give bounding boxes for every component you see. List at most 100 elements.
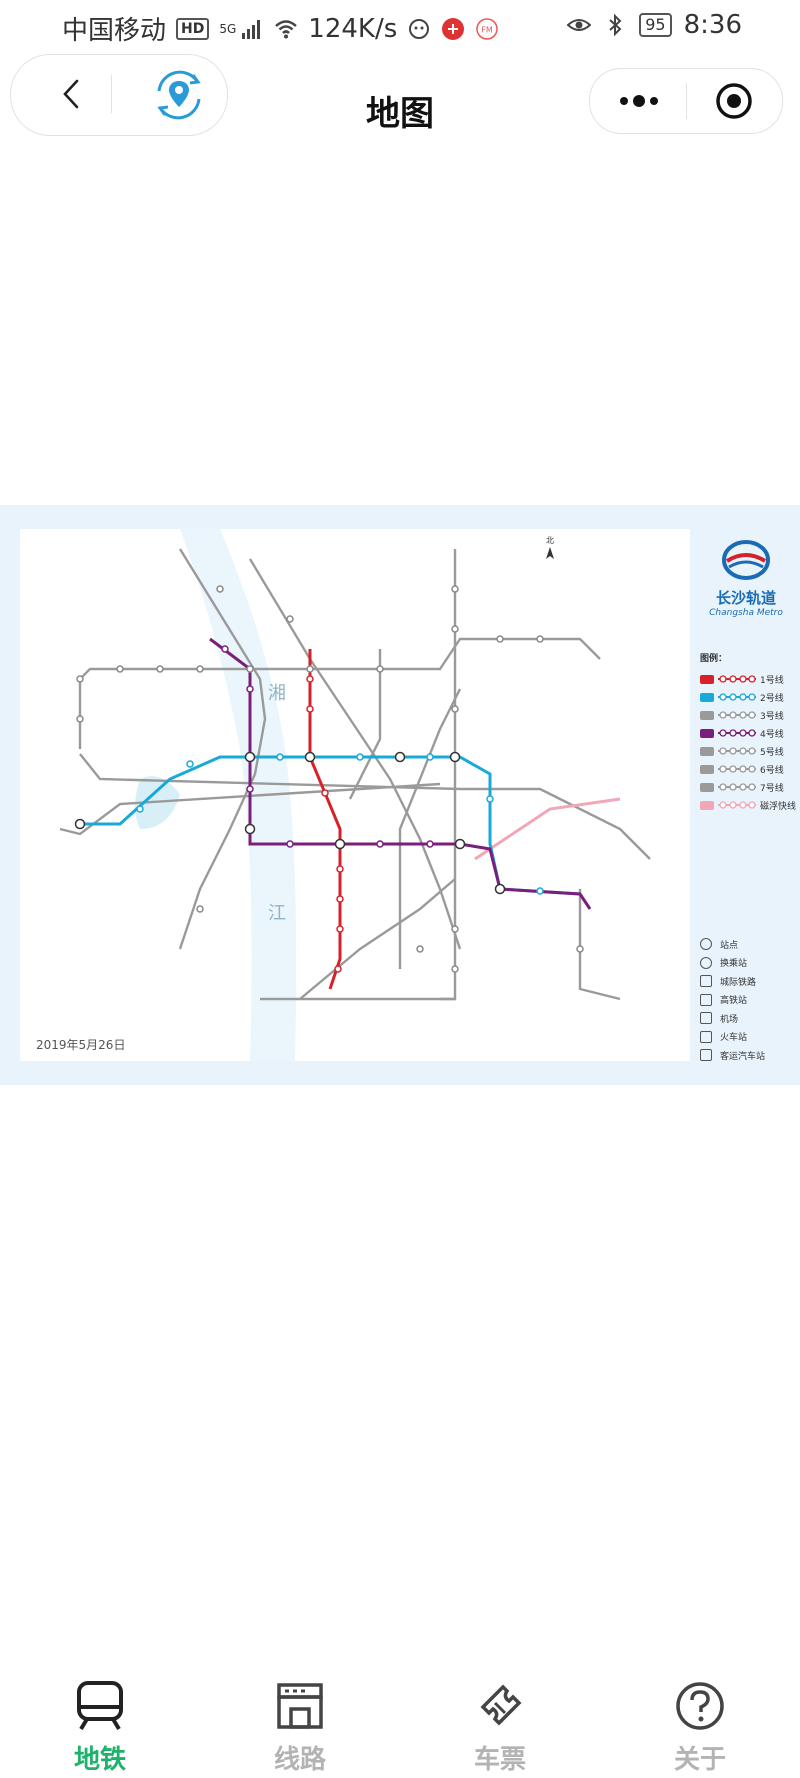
bluetooth-icon [609, 13, 622, 37]
app-notification-icon [409, 18, 430, 39]
line-2-stations [136, 753, 544, 895]
legend-line-sample [718, 783, 756, 791]
signal-icon [242, 19, 261, 39]
legend-symbol-label: 机场 [720, 1014, 739, 1025]
legend-line-sample [718, 675, 756, 683]
legend-symbol-row: 客运汽车站 [700, 1046, 796, 1065]
station-dots [76, 585, 584, 973]
back-arrow-icon[interactable] [53, 75, 89, 113]
metro-logo-icon [722, 540, 770, 580]
legend-line-chip [700, 782, 714, 792]
legend-symbols: 站点换乘站城际铁路高铁站机场火车站客运汽车站 [700, 935, 796, 1065]
legend-symbol-row: 火车站 [700, 1028, 796, 1047]
capsule-divider [686, 83, 687, 119]
legend-symbol-row: 城际铁路 [700, 972, 796, 991]
legend-symbol-label: 换乘站 [720, 959, 748, 970]
wifi-icon [275, 19, 298, 38]
legend-line-label: 1号线 [760, 675, 784, 686]
tab-lines[interactable]: 线路 [240, 1679, 360, 1776]
line-1 [308, 649, 342, 990]
legend-line-chip [700, 674, 714, 684]
legend-symbol-icon [700, 938, 712, 951]
maglev-line [474, 797, 621, 861]
legend-line-row: 1号线 [700, 670, 796, 688]
nav-header: 地图 [0, 52, 800, 148]
status-left: 中国移动 HD 5G 124K/s FM [62, 10, 499, 47]
svg-text:FM: FM [482, 25, 494, 34]
carrier-name: 中国移动 [62, 16, 167, 46]
fm-radio-icon: FM [476, 17, 499, 40]
metro-map-panel: 湘 江 [0, 505, 800, 1085]
legend-symbol-row: 换乘站 [700, 954, 796, 973]
legend-line-chip [700, 800, 714, 810]
tab-label-lines: 线路 [273, 1745, 326, 1775]
legend-symbol-label: 客运汽车站 [720, 1051, 766, 1062]
river-label-xiang: 湘 [268, 683, 286, 704]
legend-symbol-label: 高铁站 [720, 996, 748, 1007]
legend-line-row: 2号线 [700, 688, 796, 706]
metro-map-image[interactable]: 湘 江 [20, 529, 690, 1061]
battery-indicator: 95 [639, 13, 672, 37]
bottom-tab-bar: 地铁 线路 车票 关于 [0, 1655, 800, 1778]
legend-line-row: 4号线 [700, 724, 796, 742]
legend-symbol-label: 火车站 [720, 1033, 748, 1044]
legend-symbol-icon [700, 975, 712, 988]
legend-line-sample [718, 729, 756, 737]
nav-capsule-left [10, 54, 228, 136]
close-miniprogram-icon[interactable] [714, 81, 754, 121]
map-date: 2019年5月26日 [36, 1038, 126, 1052]
tab-label-subway: 地铁 [73, 1745, 126, 1775]
line-1-stations [306, 675, 344, 973]
subway-icon [77, 1681, 123, 1731]
legend-line-sample [718, 711, 756, 719]
compass: 北 [546, 536, 554, 559]
more-options-icon[interactable] [616, 89, 662, 113]
logo-chinese: 长沙轨道 [715, 589, 776, 607]
help-icon [676, 1682, 724, 1730]
legend-line-row: 3号线 [700, 706, 796, 724]
legend-line-sample [718, 747, 756, 755]
interchange-stations [74, 751, 506, 895]
legend-line-row: 6号线 [700, 760, 796, 778]
legend-line-sample [718, 765, 756, 773]
xiang-river [180, 529, 297, 1061]
legend-symbol-label: 站点 [720, 940, 739, 951]
legend-line-chip [700, 710, 714, 720]
grey-lines [59, 548, 651, 1001]
legend-line-row: 5号线 [700, 742, 796, 760]
legend-symbol-icon [700, 1049, 712, 1062]
page-title: 地图 [366, 94, 434, 134]
legend-symbol-icon [700, 993, 712, 1006]
clock: 8:36 [683, 10, 742, 40]
metro-map-drawing: 湘 江 [59, 529, 651, 1061]
legend-line-label: 2号线 [760, 693, 784, 704]
river-label-jiang: 江 [268, 903, 286, 924]
legend-line-sample [718, 801, 756, 809]
tab-subway[interactable]: 地铁 [40, 1679, 160, 1776]
legend-symbol-icon [700, 1012, 712, 1025]
legend-symbol-label: 城际铁路 [720, 977, 757, 988]
nav-capsule-right [589, 68, 783, 134]
legend-symbol-row: 站点 [700, 935, 796, 954]
tab-label-tickets: 车票 [473, 1745, 526, 1775]
tab-tickets[interactable]: 车票 [440, 1679, 560, 1776]
legend-line-row: 7号线 [700, 778, 796, 796]
news-app-icon [442, 17, 465, 40]
legend-line-label: 4号线 [760, 729, 784, 740]
legend-line-chip [700, 728, 714, 738]
legend-line-chip [700, 746, 714, 756]
station-icon [277, 1683, 323, 1729]
legend-line-label: 5号线 [760, 747, 784, 758]
tab-about[interactable]: 关于 [640, 1679, 760, 1776]
status-right: 95 8:36 [567, 10, 742, 40]
ticket-icon [480, 1684, 522, 1726]
legend-line-chip [700, 764, 714, 774]
legend-line-label: 3号线 [760, 711, 784, 722]
compass-north-label: 北 [546, 536, 554, 545]
legend-symbol-row: 机场 [700, 1009, 796, 1028]
miniprogram-home-icon[interactable] [151, 67, 207, 123]
legend-line-label: 6号线 [760, 765, 784, 776]
legend-line-chip [700, 692, 714, 702]
